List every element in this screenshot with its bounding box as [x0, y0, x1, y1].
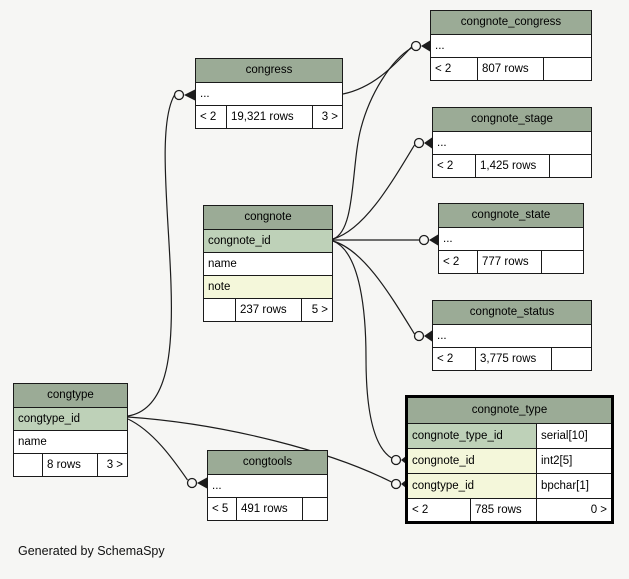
table-congnote_state-columns-ellipsis: ... — [439, 228, 583, 251]
table-congnote_status-title[interactable]: congnote_status — [433, 301, 591, 325]
column-congnote_type_id-name: congnote_type_id — [412, 430, 503, 442]
table-congtools-row-count: 491 rows — [236, 498, 302, 520]
table-congnote_stage-title[interactable]: congnote_stage — [433, 108, 591, 132]
column-congnote_id: congnote_id int2[5] — [408, 449, 611, 474]
edge-congtype-to-congtools — [127, 418, 207, 489]
table-congtools[interactable]: congtools ... < 5 491 rows — [207, 450, 328, 521]
column-congtype_id-type: bpchar[1] — [536, 474, 611, 498]
column-congnote_id: congnote_id — [204, 230, 332, 253]
table-congnote[interactable]: congnote congnote_id name note 237 rows … — [203, 205, 333, 322]
edge-congnote-to-congnote_state — [333, 234, 438, 246]
edge-congtype-to-congnote_type — [127, 416, 408, 490]
table-congtools-columns-ellipsis: ... — [208, 475, 327, 498]
edge-congnote-to-congnote_congress — [332, 40, 430, 240]
table-congnote_state-row-count: 777 rows — [477, 251, 541, 273]
table-congnote_state[interactable]: congnote_state ... < 2 777 rows — [438, 203, 584, 274]
column-congtype_id: congtype_id — [14, 408, 127, 431]
table-congnote-row-count: 237 rows — [235, 299, 301, 321]
table-congnote_status-row-count: 3,775 rows — [475, 348, 551, 370]
table-congtools-pager-prev[interactable]: < 5 — [212, 503, 229, 515]
table-congnote-pager-prev — [204, 299, 235, 321]
table-congnote_stage-columns-ellipsis: ... — [433, 132, 591, 155]
table-congress-pager-next[interactable]: 3 > — [312, 106, 342, 128]
column-congnote_id-name: congnote_id — [412, 455, 475, 467]
column-name: name — [14, 431, 127, 454]
column-congtype_id: congtype_id bpchar[1] — [408, 474, 611, 499]
table-congnote_state-pager-prev[interactable]: < 2 — [443, 256, 460, 268]
table-congnote_stage-row-count: 1,425 rows — [475, 155, 549, 177]
table-congress[interactable]: congress ... < 2 19,321 rows 3 > — [195, 58, 343, 129]
table-congress-pager-prev[interactable]: < 2 — [200, 111, 217, 123]
table-congtools-pager-next — [302, 498, 327, 520]
table-congnote_type[interactable]: congnote_type congnote_type_id serial[10… — [405, 395, 614, 524]
table-congtype-title[interactable]: congtype — [14, 384, 127, 408]
table-congnote_congress-title[interactable]: congnote_congress — [431, 11, 591, 35]
column-congnote_type_id-type: serial[10] — [536, 424, 611, 448]
table-congtype-row-count: 8 rows — [42, 454, 97, 476]
table-congnote_stage[interactable]: congnote_stage ... < 2 1,425 rows — [432, 107, 592, 178]
table-congnote_type-row-count: 785 rows — [470, 499, 536, 521]
generated-by-note: Generated by SchemaSpy — [18, 544, 165, 558]
table-congnote-title[interactable]: congnote — [204, 206, 332, 230]
column-congnote_id-type: int2[5] — [536, 449, 611, 473]
table-congnote_status-columns-ellipsis: ... — [433, 325, 591, 348]
edge-congnote-to-congnote_status — [332, 240, 432, 342]
column-congtype_id-name: congtype_id — [412, 480, 475, 492]
table-congress-columns-ellipsis: ... — [196, 83, 342, 106]
table-congtype-pager-prev — [14, 454, 42, 476]
table-congnote-pager-next[interactable]: 5 > — [301, 299, 332, 321]
table-congnote_status[interactable]: congnote_status ... < 2 3,775 rows — [432, 300, 592, 371]
table-congtype-pager-next[interactable]: 3 > — [97, 454, 127, 476]
table-congnote_state-pager-next — [541, 251, 583, 273]
table-congnote_status-pager-next — [551, 348, 591, 370]
table-congnote_state-title[interactable]: congnote_state — [439, 204, 583, 228]
table-congnote_stage-pager-next — [549, 155, 591, 177]
edge-congnote-to-congnote_stage — [332, 137, 432, 240]
table-congnote_stage-pager-prev[interactable]: < 2 — [437, 160, 454, 172]
table-congnote_type-pager-prev[interactable]: < 2 — [412, 504, 429, 516]
table-congtools-title[interactable]: congtools — [208, 451, 327, 475]
table-congnote_congress-pager-prev[interactable]: < 2 — [435, 63, 452, 75]
table-congnote_congress[interactable]: congnote_congress ... < 2 807 rows — [430, 10, 592, 81]
table-congnote_type-pager-next[interactable]: 0 > — [536, 499, 611, 521]
table-congress-title[interactable]: congress — [196, 59, 342, 83]
edge-congnote-to-congnote_type — [332, 240, 408, 466]
table-congnote_congress-columns-ellipsis: ... — [431, 35, 591, 58]
table-congnote_congress-pager-next — [543, 58, 591, 80]
table-congtype[interactable]: congtype congtype_id name 8 rows 3 > — [13, 383, 128, 477]
column-name: name — [204, 253, 332, 276]
edge-congress-to-congnote_congress — [342, 46, 412, 95]
edge-congtype-to-congress — [127, 89, 195, 417]
table-congress-row-count: 19,321 rows — [226, 106, 312, 128]
table-congnote_congress-row-count: 807 rows — [477, 58, 543, 80]
column-congnote_type_id: congnote_type_id serial[10] — [408, 424, 611, 449]
column-note: note — [204, 276, 332, 299]
table-congnote_status-pager-prev[interactable]: < 2 — [437, 353, 454, 365]
table-congnote_type-title[interactable]: congnote_type — [408, 398, 611, 424]
